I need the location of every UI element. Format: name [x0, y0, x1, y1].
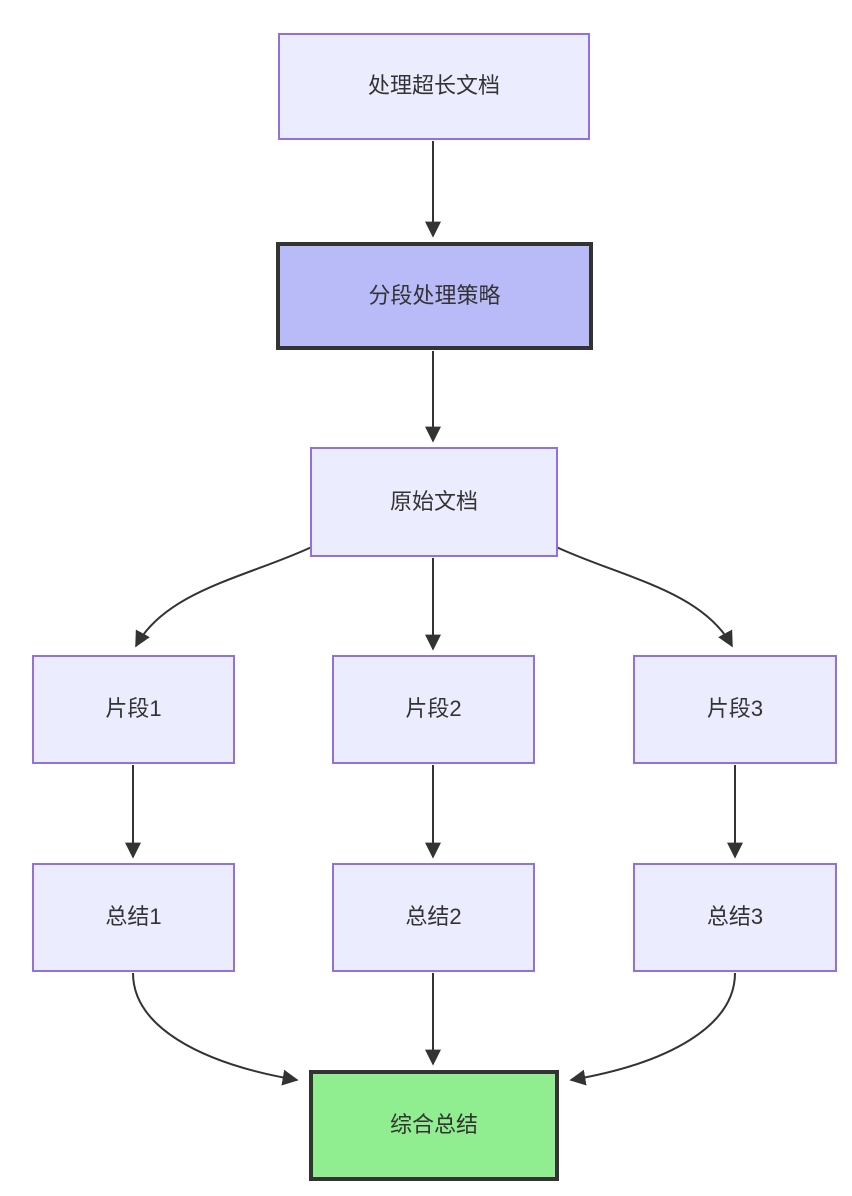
node-final-summary-label: 综合总结 — [389, 1112, 478, 1138]
edge-sum3-final — [569, 972, 736, 1086]
node-fragment-3: 片段3 — [633, 655, 837, 764]
node-fragment-1: 片段1 — [32, 655, 235, 764]
node-original-doc: 原始文档 — [310, 447, 558, 557]
edge-original-frag1 — [135, 544, 317, 648]
node-fragment-1-label: 片段1 — [105, 696, 162, 722]
node-final-summary: 综合总结 — [309, 1070, 559, 1181]
node-strategy: 分段处理策略 — [276, 242, 593, 350]
node-summary-1: 总结1 — [32, 863, 235, 972]
edge-sum1-final — [132, 972, 299, 1086]
edge-original-frag3 — [551, 544, 733, 648]
node-strategy-label: 分段处理策略 — [368, 282, 501, 308]
node-fragment-2-label: 片段2 — [405, 696, 462, 722]
node-summary-2: 总结2 — [332, 863, 535, 972]
node-fragment-3-label: 片段3 — [706, 696, 764, 722]
node-summary-3-label: 总结3 — [706, 904, 764, 930]
node-fragment-2: 片段2 — [332, 655, 535, 764]
node-process-doc: 处理超长文档 — [278, 33, 590, 140]
node-original-doc-label: 原始文档 — [389, 488, 478, 514]
node-summary-2-label: 总结2 — [405, 904, 462, 930]
node-summary-1-label: 总结1 — [105, 904, 162, 930]
node-process-doc-label: 处理超长文档 — [367, 73, 500, 99]
node-summary-3: 总结3 — [633, 863, 837, 972]
